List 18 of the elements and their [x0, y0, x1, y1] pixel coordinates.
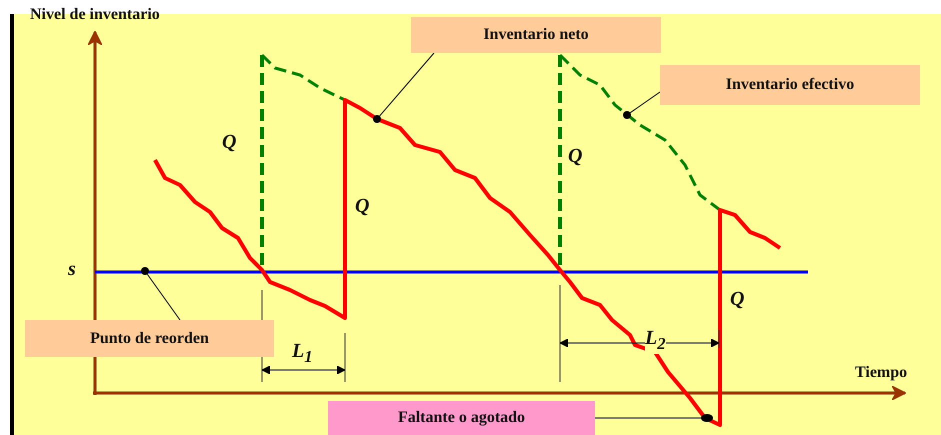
callout-box: Inventario efectivo [660, 65, 920, 105]
point-marker [373, 115, 381, 123]
axis-title: Nivel de inventario [30, 6, 160, 24]
callout-box: Inventario neto [411, 17, 661, 53]
callout-box: Punto de reorden [25, 320, 274, 357]
leader-line [630, 92, 660, 114]
reorder-point-label: s [68, 258, 76, 281]
leader-line [146, 274, 180, 320]
point-marker [623, 111, 631, 119]
axis-title: Tiempo [855, 364, 908, 382]
callout-box: Faltante o agotado [328, 401, 595, 435]
leader-line [379, 52, 434, 116]
quantity-label: Q [568, 145, 582, 168]
quantity-label: Q [222, 131, 236, 154]
point-marker [701, 414, 713, 422]
quantity-label: Q [355, 195, 370, 218]
point-marker [141, 267, 149, 275]
quantity-label: Q [730, 288, 744, 311]
